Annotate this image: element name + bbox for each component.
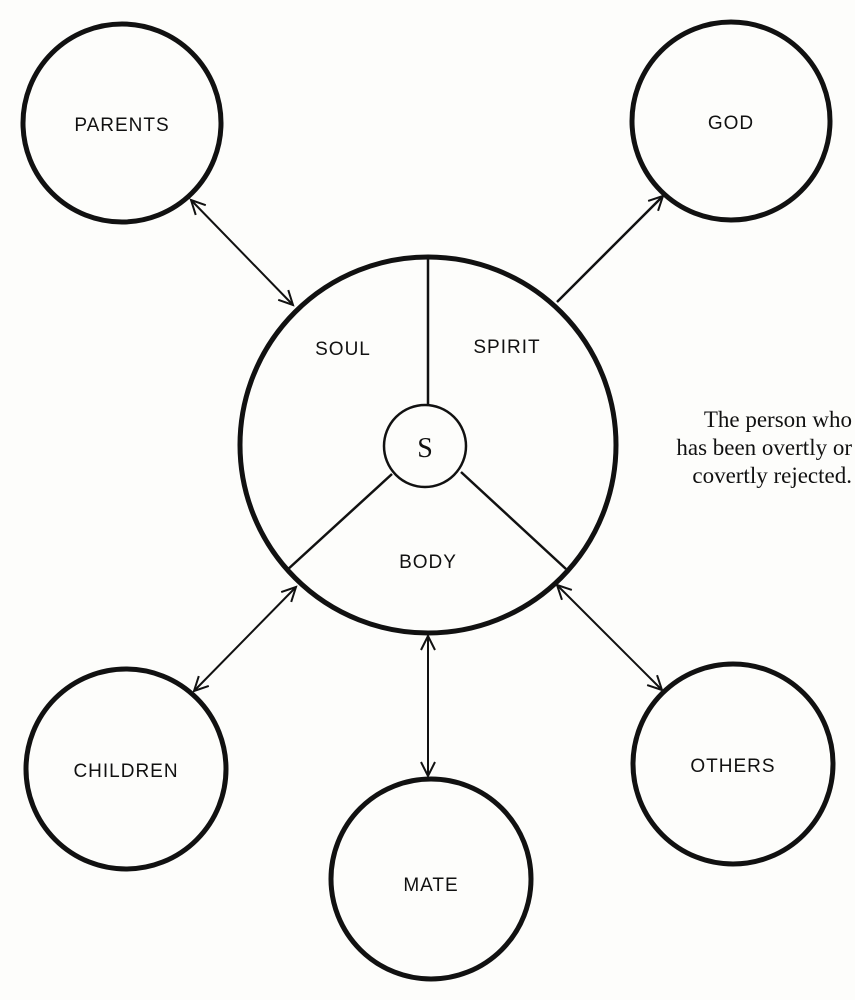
parents-label: PARENTS <box>74 115 169 136</box>
children-label: CHILDREN <box>73 761 178 782</box>
spirit-label: SPIRIT <box>473 337 540 358</box>
soul-label: SOUL <box>315 339 371 360</box>
caption-line-3: covertly rejected. <box>692 463 852 488</box>
others-label: OTHERS <box>690 756 775 777</box>
caption: The person who has been overtly or cover… <box>620 406 852 490</box>
children-circle <box>23 666 229 872</box>
node-god: GOD <box>629 19 833 223</box>
body-label: BODY <box>399 552 457 573</box>
caption-line-1: The person who <box>703 407 852 432</box>
mate-label: MATE <box>403 875 458 896</box>
arrow-parents <box>191 200 293 305</box>
parents-circle <box>20 21 224 225</box>
self-outer-circle <box>237 254 619 636</box>
self-node: S SOUL SPIRIT BODY <box>237 254 619 636</box>
arrow-others <box>557 585 662 690</box>
divider-soul-body <box>285 473 393 572</box>
arrow-children <box>194 587 296 691</box>
god-circle <box>629 19 833 223</box>
god-label: GOD <box>708 113 754 134</box>
node-mate: MATE <box>328 776 534 982</box>
node-children: CHILDREN <box>23 666 229 872</box>
self-label: S <box>417 433 433 464</box>
mate-circle <box>328 776 534 982</box>
node-others: OTHERS <box>630 661 836 867</box>
others-circle <box>630 661 836 867</box>
arrow-god <box>556 196 663 303</box>
caption-line-2: has been overtly or <box>676 435 852 460</box>
divider-spirit-body <box>460 471 567 570</box>
self-inner-circle <box>382 403 468 489</box>
node-parents: PARENTS <box>20 21 224 225</box>
